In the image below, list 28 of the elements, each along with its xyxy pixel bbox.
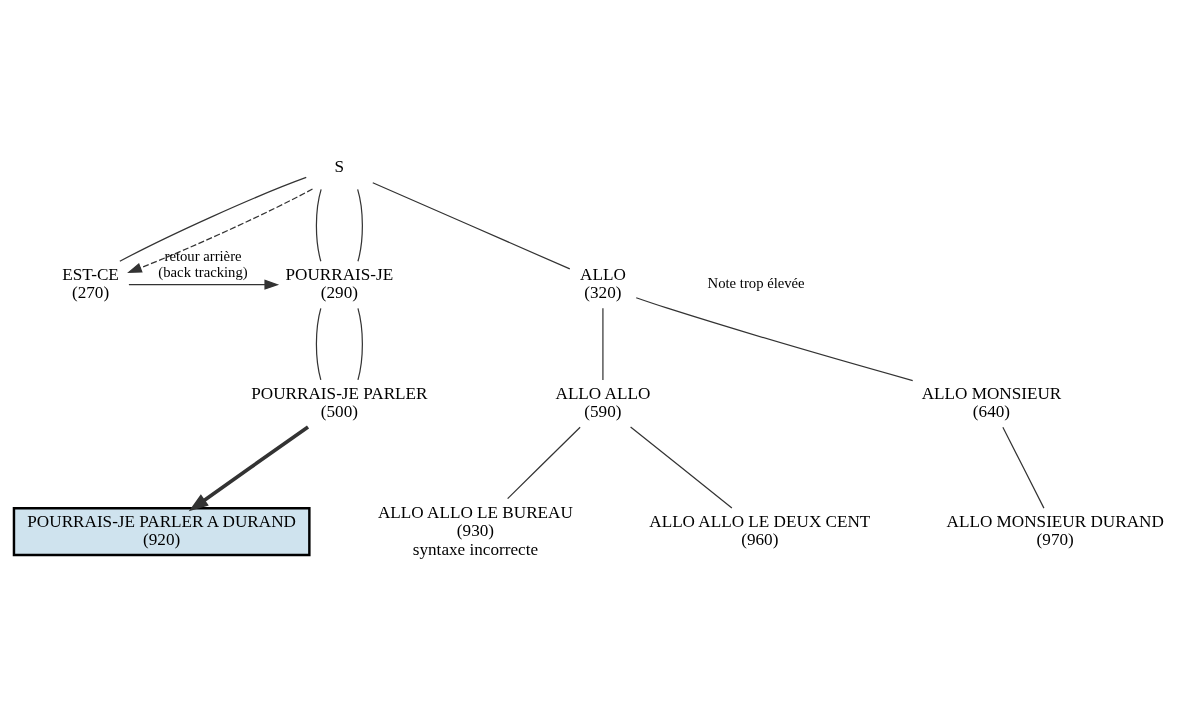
node-box: POURRAIS-JE PARLER A DURAND (920) <box>12 507 311 557</box>
node-text: POURRAIS-JE (290) <box>285 264 394 303</box>
connector <box>602 307 604 381</box>
connector <box>372 182 571 270</box>
node-text: POURRAIS-JE PARLER (500) <box>251 383 428 422</box>
node-text: S <box>334 156 345 176</box>
edge-label: retour arrière (back tracking) <box>158 247 248 280</box>
node-text: ALLO MONSIEUR (640) <box>921 383 1062 422</box>
arrow <box>127 188 314 273</box>
node-text: EST-CE (270) <box>62 264 119 303</box>
connector <box>357 188 363 262</box>
connector <box>315 188 322 262</box>
arrow <box>128 279 280 290</box>
connector <box>357 307 363 381</box>
connector <box>315 307 322 381</box>
node-label: syntaxe incorrecte <box>412 539 539 559</box>
label: Note trop élevée <box>707 275 805 292</box>
node-text: ALLO ALLO (590) <box>555 383 651 422</box>
node-text: ALLO MONSIEUR DURAND (970) <box>946 511 1164 550</box>
node-text: ALLO ALLO LE BUREAU (930) <box>377 502 573 541</box>
node-text: ALLO (320) <box>580 264 626 303</box>
connector <box>1002 426 1045 509</box>
connector <box>119 176 307 262</box>
arrow <box>188 425 310 512</box>
connector <box>630 426 733 509</box>
node-text: ALLO ALLO LE DEUX CENT (960) <box>649 511 871 550</box>
connector <box>635 297 914 382</box>
connector <box>507 426 581 500</box>
